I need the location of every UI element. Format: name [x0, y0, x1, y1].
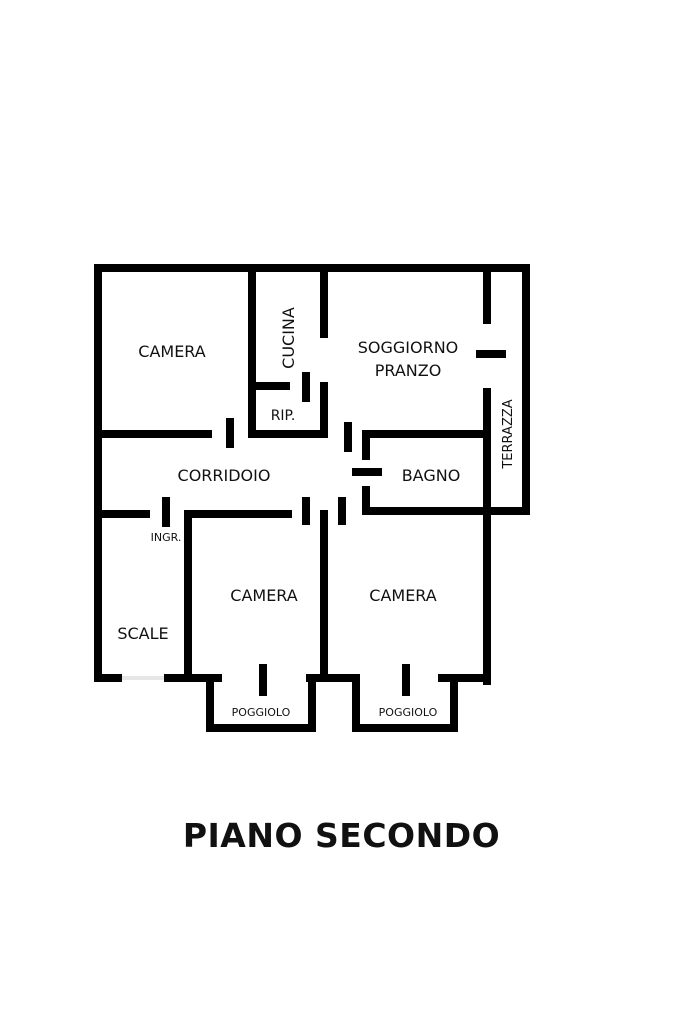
label-terrazza: TERRAZZA	[501, 399, 516, 469]
wall-top	[94, 264, 530, 272]
wall-bagno-left-bottom	[362, 486, 370, 515]
wall-scale-right	[184, 510, 192, 682]
wall-cucina-left	[248, 264, 256, 438]
wall-left	[94, 264, 102, 682]
camera-sw-door-jamb	[302, 497, 310, 525]
label-cucina: CUCINA	[279, 307, 298, 369]
camera-se-door-jamb	[338, 497, 346, 525]
wall-terrazza-inner-bottom	[483, 388, 491, 685]
floor-title: PIANO SECONDO	[182, 816, 501, 855]
poggiolo-right-left	[352, 674, 360, 732]
wall-corridoio-bottom-mid	[184, 510, 292, 518]
ingr-door-jamb	[162, 497, 170, 527]
wall-cucina-right-top	[320, 264, 328, 338]
label-soggiorno: SOGGIORNO	[358, 338, 459, 357]
poggiolo-left-left	[206, 674, 214, 732]
poggiolo-left-bottom	[206, 724, 316, 732]
wall-corridoio-top-mid	[248, 430, 328, 438]
wall-corridoio-top-left	[94, 430, 212, 438]
poggiolo-right-right	[450, 674, 458, 732]
wall-rip-door	[302, 372, 310, 402]
wall-camera-divider	[320, 510, 328, 682]
wall-bagno-left-top	[362, 430, 370, 460]
wall-right	[522, 264, 530, 515]
label-camera-se: CAMERA	[369, 586, 437, 605]
bagno-door-stub	[352, 468, 382, 476]
walls	[94, 264, 530, 732]
label-camera-sw: CAMERA	[230, 586, 298, 605]
label-pranzo: PRANZO	[375, 361, 442, 380]
wall-terrazza-inner-top	[483, 264, 491, 324]
wall-scale-bottom-right	[164, 674, 192, 682]
wall-corridoio-bottom-left	[94, 510, 150, 518]
scale-threshold	[122, 676, 164, 680]
label-ingr: INGR.	[151, 531, 182, 544]
room-labels: CAMERA CUCINA SOGGIORNO PRANZO RIP. TERR…	[117, 307, 516, 719]
label-poggiolo-right: POGGIOLO	[379, 706, 438, 719]
soggiorno-door-jamb	[344, 422, 352, 452]
label-scale: SCALE	[117, 624, 168, 643]
poggiolo-left-right	[308, 674, 316, 732]
wall-camera-sw-bottom-right	[306, 674, 356, 682]
wall-terrazza-bottom	[364, 507, 530, 515]
poggiolo-left-door	[259, 664, 267, 696]
soggiorno-door-stub	[476, 350, 506, 358]
wall-camera-se-bottom-right	[438, 674, 491, 682]
label-corridoio: CORRIDOIO	[178, 466, 271, 485]
wall-rip-top	[248, 382, 290, 390]
label-bagno: BAGNO	[402, 466, 461, 485]
camera-nw-door-jamb	[226, 418, 234, 448]
wall-camera-sw-bottom-left	[184, 674, 222, 682]
poggiolo-right-door	[402, 664, 410, 696]
label-rip: RIP.	[271, 408, 296, 424]
poggiolo-right-bottom	[352, 724, 458, 732]
wall-bagno-top	[362, 430, 491, 438]
wall-scale-bottom-left	[94, 674, 122, 682]
label-poggiolo-left: POGGIOLO	[232, 706, 291, 719]
label-camera-nw: CAMERA	[138, 342, 206, 361]
wall-cucina-right-bottom	[320, 382, 328, 438]
